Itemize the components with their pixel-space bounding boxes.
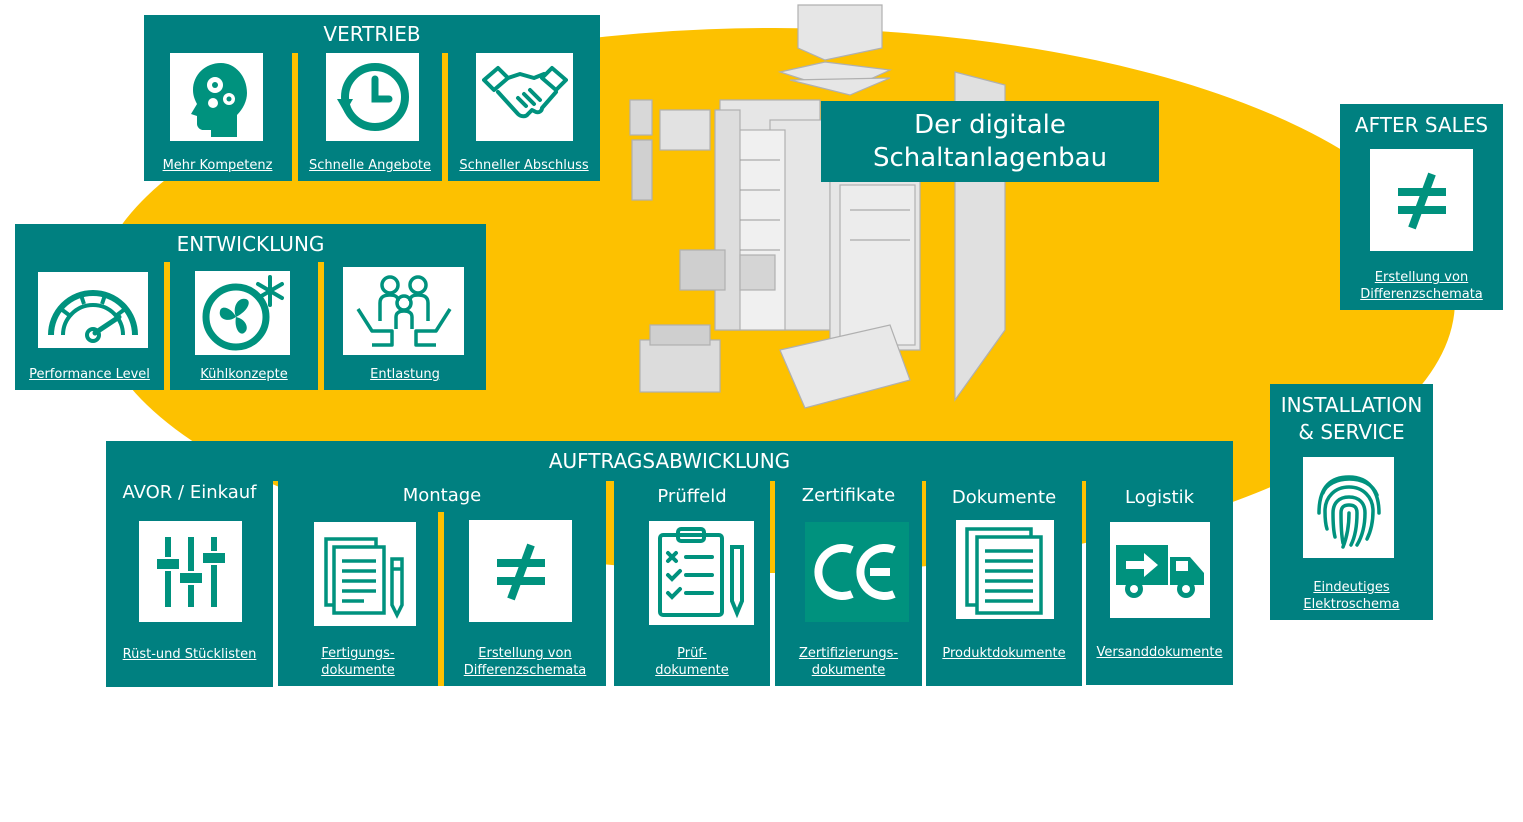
entwicklung-panel: ENTWICKLUNG Performance Level Kühlkonzep… [15,224,486,390]
main-title: Der digitale Schaltanlagenbau [821,101,1159,182]
vertrieb-link-angebote[interactable]: Schnelle Angebote [309,158,431,173]
logistik-title: Logistik [1124,487,1194,508]
auftragsabwicklung-title: AUFTRAGSABWICKLUNG [548,449,791,473]
prueffeld-title: Prüffeld [657,486,727,507]
ce-mark-icon [805,522,909,622]
not-equal-icon [1370,149,1473,251]
installation-title-line1: INSTALLATION [1280,393,1423,417]
montage-link1-line2[interactable]: dokumente [321,663,395,678]
entwicklung-link-performance[interactable]: Performance Level [29,367,150,382]
vertrieb-link-kompetenz[interactable]: Mehr Kompetenz [162,158,273,173]
prueffeld-link-line1[interactable]: Prüf- [677,646,707,661]
dokumente-column: Dokumente Produktdokumente [926,480,1082,686]
documents-pen-icon [314,522,416,626]
avor-title: AVOR / Einkauf [122,482,257,503]
dokumente-link[interactable]: Produktdokumente [942,646,1066,661]
vertrieb-link-abschluss[interactable]: Schneller Abschluss [459,158,589,173]
separator [438,512,444,686]
prueffeld-column: Prüffeld Prüf- dokumente [614,480,770,686]
checklist-icon [649,521,754,625]
gauge-icon [38,272,148,348]
avor-column: AVOR / Einkauf Rüst-und Stücklisten [106,470,273,687]
montage-link2-line2[interactable]: Differenzschemata [463,663,587,678]
fingerprint-icon [1303,457,1394,558]
logistik-column: Logistik Versanddokumente [1086,480,1233,685]
prueffeld-link-line2[interactable]: dokumente [655,663,729,678]
montage-title: Montage [402,485,482,506]
fan-snowflake-icon [195,271,290,355]
not-equal-icon [469,520,572,622]
separator [292,53,298,181]
main-title-line2: Schaltanlagenbau [872,143,1108,173]
clock-icon [326,53,419,141]
head-gears-icon [170,53,263,141]
montage-column: Montage Fertigungs- dokumente Erstellung… [278,480,606,686]
vertrieb-panel: VERTRIEB Mehr Kompetenz Schnelle Angebot… [144,15,600,181]
auftragsabwicklung-header: AUFTRAGSABWICKLUNG [106,441,1233,481]
installation-link-line2[interactable]: Elektroschema [1303,597,1400,612]
family-hands-icon [343,267,464,355]
separator [164,262,170,390]
after-sales-title: AFTER SALES [1354,113,1489,137]
delivery-truck-icon [1110,522,1210,618]
switchgear-cabinet-illustration [629,4,1006,409]
vertrieb-title: VERTRIEB [323,22,421,46]
entwicklung-title: ENTWICKLUNG [176,232,325,256]
after-sales-link-line2[interactable]: Differenzschemata [1360,287,1483,302]
installation-link-line1[interactable]: Eindeutiges [1313,580,1390,595]
separator [318,262,324,390]
montage-link2-line1[interactable]: Erstellung von [478,646,572,661]
zertifikate-link-line1[interactable]: Zertifizierungs- [798,646,899,661]
after-sales-link-line1[interactable]: Erstellung von [1374,270,1469,285]
installation-panel: INSTALLATION & SERVICE Eindeutiges Elekt… [1270,384,1433,620]
zertifikate-column: Zertifikate Zertifizierungs- dokumente [775,480,922,686]
document-stack-icon [956,520,1054,619]
avor-link[interactable]: Rüst-und Stücklisten [122,647,257,662]
handshake-icon [476,53,573,141]
entwicklung-link-kuehlkonzepte[interactable]: Kühlkonzepte [200,367,288,382]
zertifikate-title: Zertifikate [801,485,896,506]
installation-title-line2: & SERVICE [1298,420,1405,444]
main-title-line1: Der digitale [914,110,1066,140]
logistik-link[interactable]: Versanddokumente [1096,645,1223,660]
after-sales-panel: AFTER SALES Erstellung von Differenzsche… [1340,104,1503,310]
montage-link1-line1[interactable]: Fertigungs- [321,646,395,661]
zertifikate-link-line2[interactable]: dokumente [811,663,886,678]
entwicklung-link-entlastung[interactable]: Entlastung [370,367,440,382]
sliders-icon [139,521,242,622]
dokumente-title: Dokumente [951,487,1057,508]
separator [442,53,448,181]
